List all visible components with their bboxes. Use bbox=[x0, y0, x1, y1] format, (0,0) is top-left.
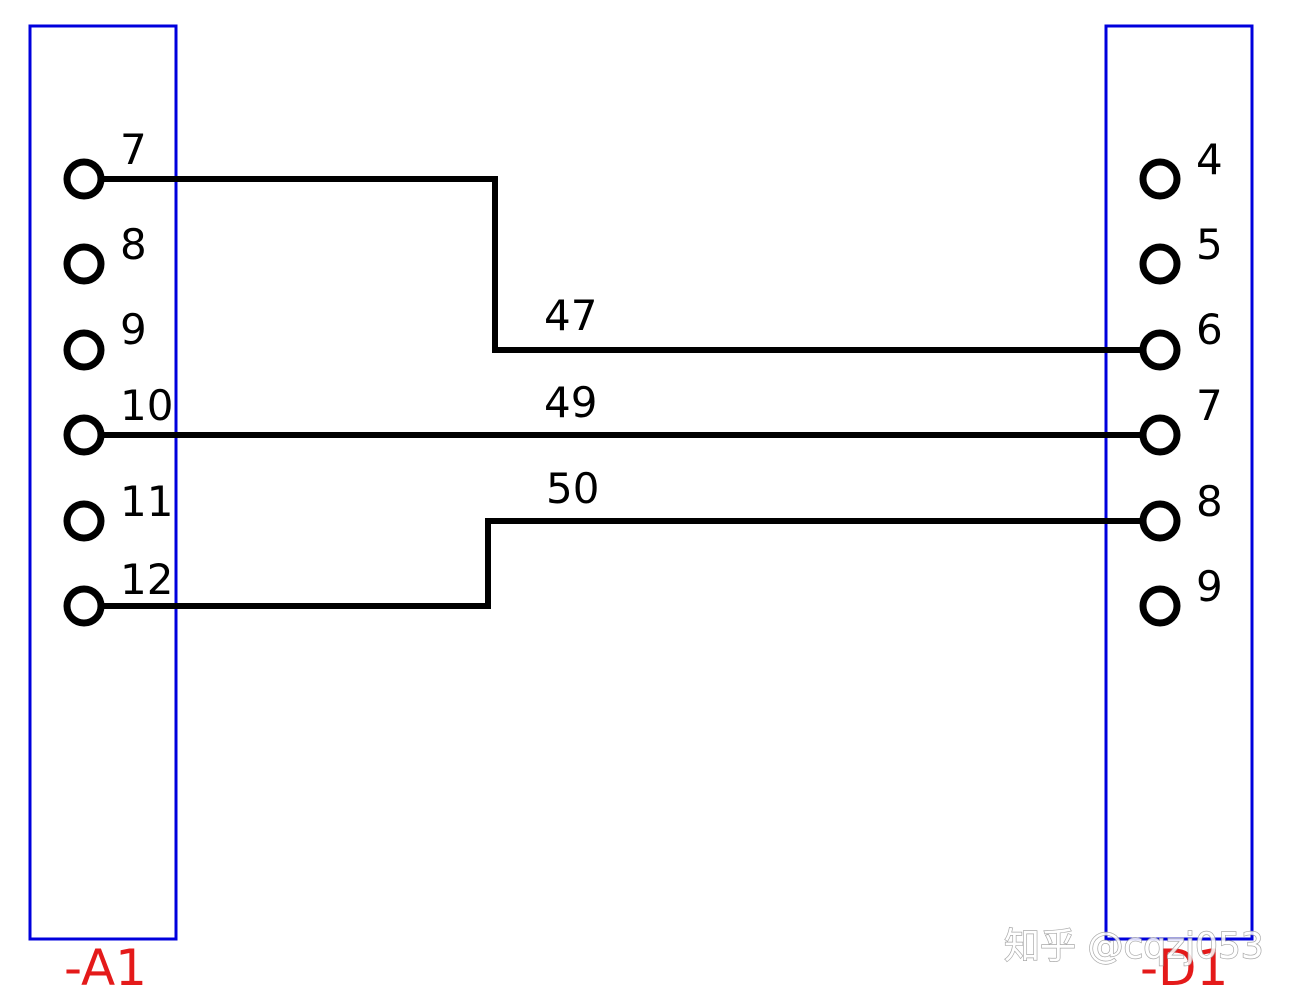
a1-pin-label: 10 bbox=[120, 381, 173, 430]
d1-pin-terminal[interactable] bbox=[1139, 243, 1181, 285]
block-a1-pins: 7 8 9 10 11 12 bbox=[63, 125, 173, 627]
block-d1-pins: 4 5 6 7 8 9 bbox=[1139, 135, 1223, 627]
d1-pin-label: 9 bbox=[1196, 562, 1223, 611]
d1-pin-terminal[interactable] bbox=[1139, 585, 1181, 627]
d1-pin-label: 8 bbox=[1196, 477, 1223, 526]
block-d1-frame bbox=[1104, 24, 1254, 941]
wire-47-label: 47 bbox=[544, 291, 597, 340]
a1-pin-label: 12 bbox=[120, 555, 173, 604]
d1-pin-label: 4 bbox=[1196, 135, 1223, 184]
block-a1-frame bbox=[28, 24, 178, 941]
a1-pin-terminal[interactable] bbox=[63, 500, 105, 542]
d1-pin-terminal[interactable] bbox=[1139, 500, 1181, 542]
block-d1-label: -D1 bbox=[1140, 939, 1228, 997]
d1-pin-label: 6 bbox=[1196, 305, 1223, 354]
d1-pin-label: 7 bbox=[1196, 381, 1223, 430]
a1-pin-label: 7 bbox=[120, 125, 147, 174]
d1-pin-terminal[interactable] bbox=[1139, 158, 1181, 200]
d1-pin-terminal[interactable] bbox=[1139, 329, 1181, 371]
d1-pin-label: 5 bbox=[1196, 220, 1223, 269]
wire-49-label: 49 bbox=[544, 378, 597, 427]
wire-47 bbox=[104, 176, 1141, 353]
wire-50 bbox=[104, 518, 1141, 609]
watermark-text: 知乎 @cqzj053 bbox=[1004, 926, 1264, 967]
block-a1-label: -A1 bbox=[64, 939, 147, 997]
a1-pin-label: 9 bbox=[120, 305, 147, 354]
a1-pin-terminal[interactable] bbox=[63, 243, 105, 285]
a1-pin-terminal[interactable] bbox=[63, 329, 105, 371]
wire-50-label: 50 bbox=[546, 464, 599, 513]
a1-pin-terminal[interactable] bbox=[63, 158, 105, 200]
a1-pin-terminal[interactable] bbox=[63, 414, 105, 456]
a1-pin-label: 8 bbox=[120, 220, 147, 269]
d1-pin-terminal[interactable] bbox=[1139, 414, 1181, 456]
a1-pin-terminal[interactable] bbox=[63, 585, 105, 627]
a1-pin-label: 11 bbox=[120, 477, 173, 526]
